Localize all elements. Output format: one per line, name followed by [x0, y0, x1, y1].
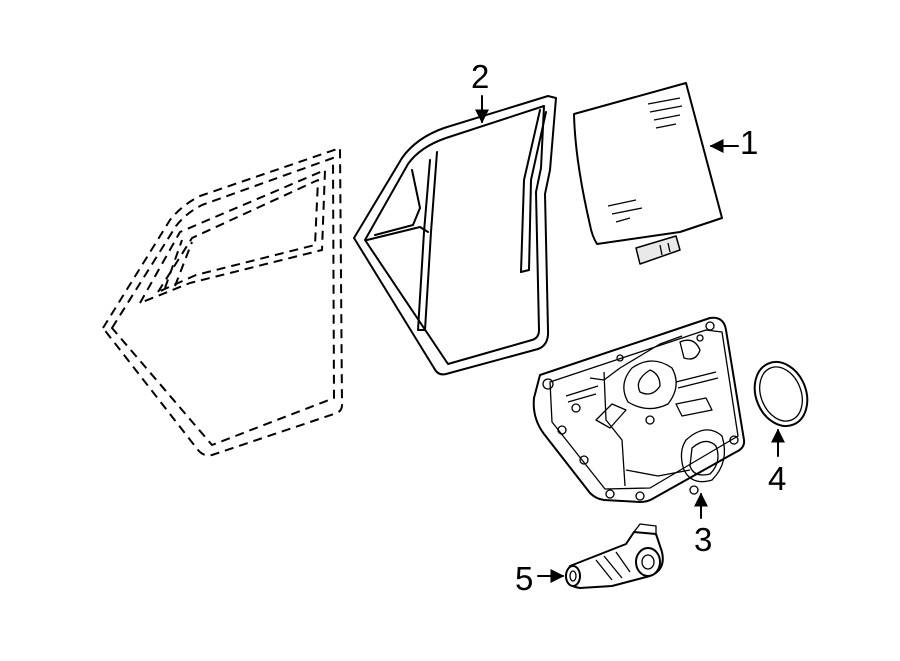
door-glass	[573, 82, 723, 265]
callout-3: 3	[694, 521, 713, 558]
door-frame-seal	[353, 95, 557, 376]
leader-arrows	[475, 95, 785, 583]
speaker-cover	[753, 361, 809, 427]
callout-4: 4	[768, 460, 787, 497]
callout-5: 5	[515, 560, 534, 597]
callout-1: 1	[740, 124, 759, 161]
window-motor	[565, 523, 664, 589]
callout-2: 2	[471, 58, 490, 95]
door-shell-outline	[102, 147, 343, 457]
regulator-panel	[532, 316, 746, 503]
